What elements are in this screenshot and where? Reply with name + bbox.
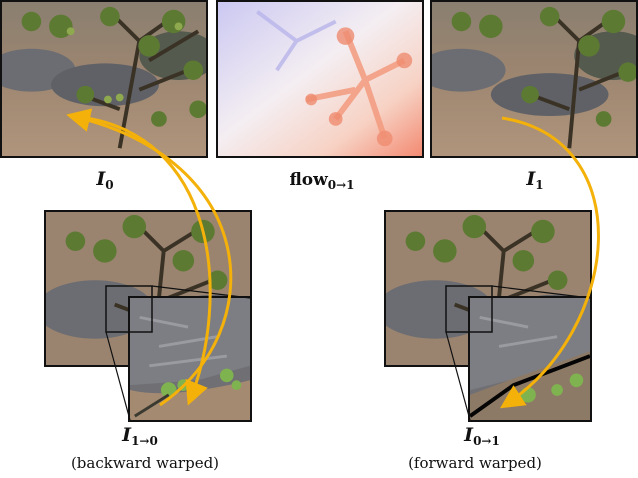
rock-closeup-image: [130, 298, 250, 420]
forest-scene-image: [2, 2, 206, 156]
rock-closeup-image: [470, 298, 590, 420]
forward-warped-zoom-inset: [468, 296, 592, 422]
image-i0-panel: [0, 0, 208, 158]
label-i0: I0: [96, 168, 114, 192]
label-i1: I1: [526, 168, 544, 192]
forest-scene-image: [432, 2, 636, 156]
caption-forward-warped: (forward warped): [408, 454, 542, 472]
flow-visualization-panel: [216, 0, 424, 158]
image-i1-panel: [430, 0, 638, 158]
caption-backward-warped: (backward warped): [70, 454, 220, 472]
label-i0-to-1: I0→1: [464, 424, 500, 448]
label-i1-to-0: I1→0: [122, 424, 158, 448]
optical-flow-image: [218, 2, 422, 156]
backward-warped-zoom-inset: [128, 296, 252, 422]
label-flow: flow0→1: [289, 170, 355, 192]
